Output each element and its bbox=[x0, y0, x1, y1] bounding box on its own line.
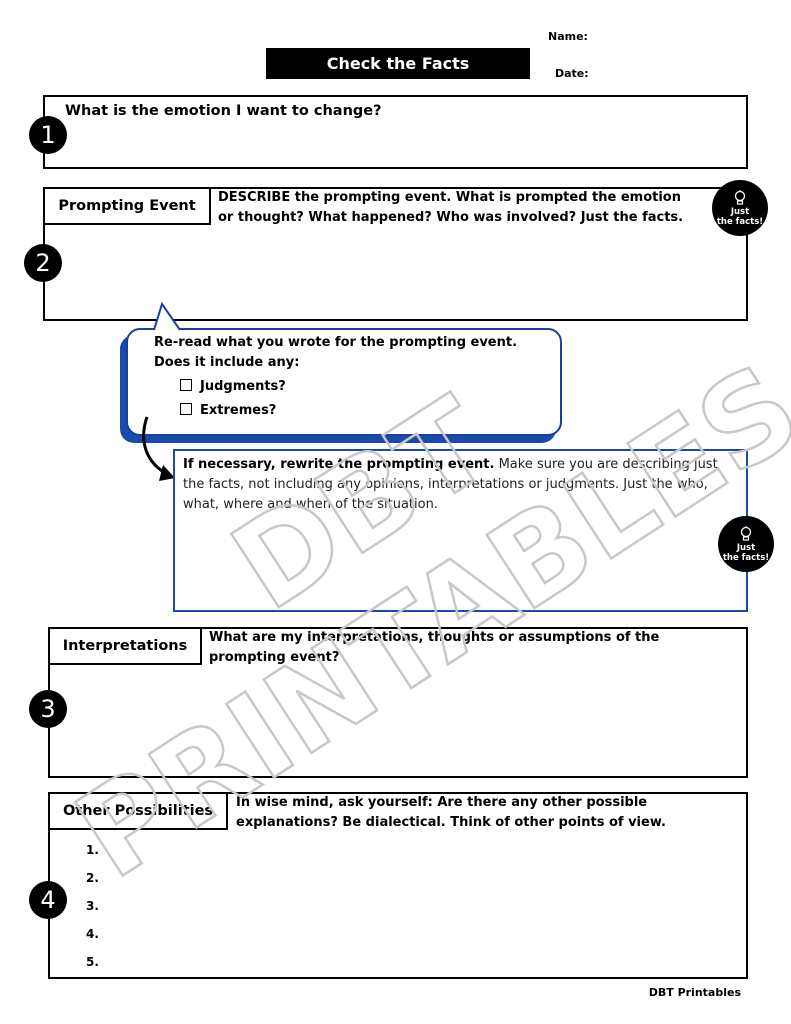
date-label: Date: bbox=[555, 67, 589, 80]
badge-line2: the facts! bbox=[716, 216, 764, 227]
bubble-line1: Re-read what you wrote for the prompting… bbox=[154, 335, 518, 350]
prompting-event-tab: Prompting Event bbox=[45, 189, 211, 225]
curved-arrow-icon bbox=[142, 416, 175, 481]
checkbox-label: Judgments? bbox=[200, 379, 286, 394]
step-number-4: 4 bbox=[29, 881, 67, 919]
step-number-1: 1 bbox=[29, 116, 67, 154]
just-the-facts-badge-2: Just the facts! bbox=[718, 516, 774, 572]
interpretations-prompt-line2: prompting event? bbox=[209, 650, 340, 665]
other-possibilities-tab: Other Possibilities bbox=[50, 794, 228, 830]
prompting-event-prompt: DESCRIBE the prompting event. What is pr… bbox=[218, 188, 683, 228]
prompting-event-prompt-line2: or thought? What happened? Who was invol… bbox=[218, 210, 684, 225]
badge-line1: Just bbox=[730, 206, 750, 217]
interpretations-tab: Interpretations bbox=[50, 629, 202, 665]
list-item: 5. bbox=[86, 955, 99, 969]
checkbox-judgments[interactable]: Judgments? bbox=[180, 377, 517, 397]
other-possibilities-prompt: In wise mind, ask yourself: Are there an… bbox=[236, 793, 666, 833]
badge-line2: the facts! bbox=[722, 552, 770, 563]
rewrite-rest: Make sure you are describing just the fa… bbox=[183, 457, 718, 512]
interpretations-prompt-line1: What are my interpretations, thoughts or… bbox=[209, 630, 660, 645]
bubble-line2: Does it include any: bbox=[154, 355, 300, 370]
checkbox-icon[interactable] bbox=[180, 379, 192, 391]
emotion-prompt: What is the emotion I want to change? bbox=[65, 103, 382, 119]
just-the-facts-badge: Just the facts! bbox=[712, 180, 768, 236]
badge-line1: Just bbox=[736, 542, 756, 553]
list-item: 4. bbox=[86, 927, 99, 941]
checkbox-icon[interactable] bbox=[180, 403, 192, 415]
footer-brand: DBT Printables bbox=[648, 986, 741, 999]
rewrite-instructions: If necessary, rewrite the prompting even… bbox=[183, 455, 738, 515]
lightbulb-icon bbox=[740, 525, 752, 541]
review-bubble bbox=[126, 328, 562, 436]
step-number-3: 3 bbox=[29, 690, 67, 728]
list-item: 1. bbox=[86, 843, 99, 857]
lightbulb-icon bbox=[734, 189, 746, 205]
page-title: Check the Facts bbox=[266, 48, 530, 79]
other-possibilities-prompt-line2: explanations? Be dialectical. Think of o… bbox=[236, 815, 666, 830]
name-label: Name: bbox=[548, 30, 588, 43]
checkbox-label: Extremes? bbox=[200, 403, 277, 418]
list-item: 2. bbox=[86, 871, 99, 885]
review-bubble-text: Re-read what you wrote for the prompting… bbox=[154, 333, 517, 421]
rewrite-bold: If necessary, rewrite the prompting even… bbox=[183, 457, 495, 472]
other-possibilities-prompt-line1: In wise mind, ask yourself: Are there an… bbox=[236, 795, 648, 810]
bubble-tail bbox=[153, 302, 181, 331]
list-item: 3. bbox=[86, 899, 99, 913]
prompting-event-prompt-line1: DESCRIBE the prompting event. What is pr… bbox=[218, 190, 681, 205]
interpretations-prompt: What are my interpretations, thoughts or… bbox=[209, 628, 659, 668]
checkbox-extremes[interactable]: Extremes? bbox=[180, 401, 517, 421]
step-number-2: 2 bbox=[24, 244, 62, 282]
